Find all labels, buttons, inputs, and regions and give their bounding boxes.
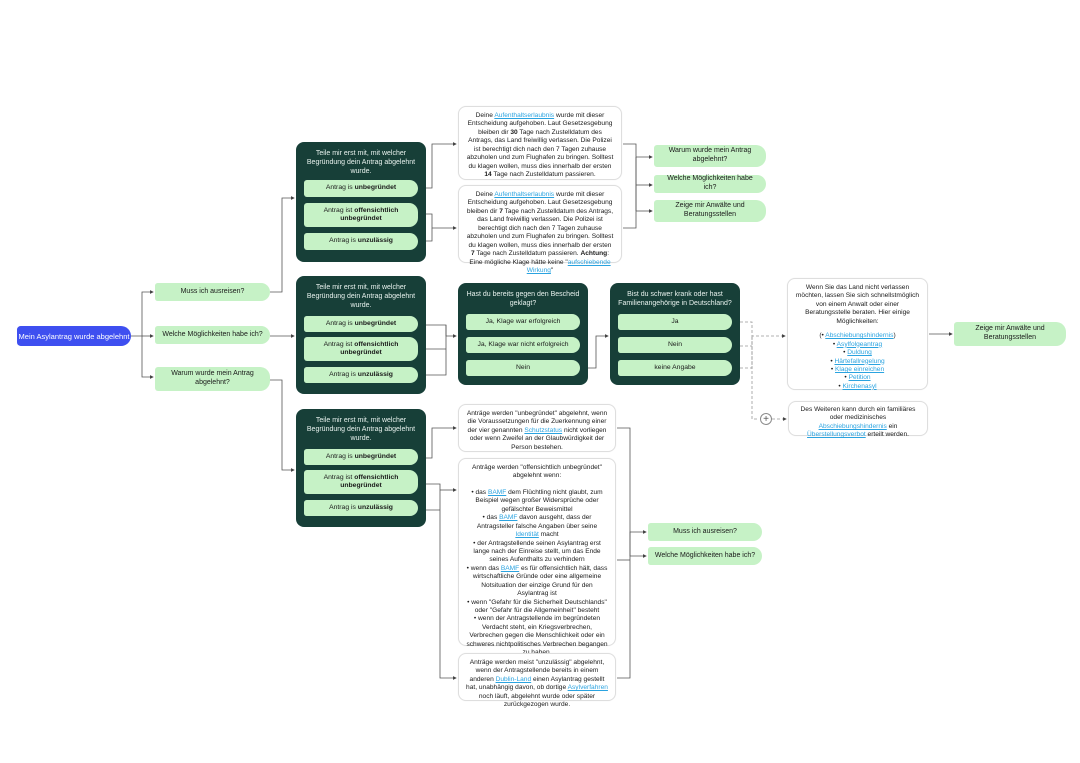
klage-question-title: Hast du bereits gegen den Bescheid gekla…	[466, 291, 580, 308]
bubble-anwaelte-beratung[interactable]: Zeige mir Anwälte und Beratungsstellen	[954, 322, 1066, 346]
hindernis-card: Des Weiteren kann durch ein familiäres o…	[788, 401, 928, 439]
link-aufschiebende-wirkung[interactable]: aufschiebende Wirkung	[526, 258, 611, 274]
option-klage-nicht-erfolgreich[interactable]: Ja, Klage war nicht erfolgreich	[466, 337, 580, 353]
option-unzulaessig[interactable]: Antrag is unzulässig	[304, 233, 418, 250]
bubble-warum-abgelehnt[interactable]: Warum wurde mein Antrag abgelehnt?	[654, 145, 766, 167]
plus-icon[interactable]: +	[760, 413, 772, 425]
info-card-unbegruendet: Anträge werden "unbegründet" abgelehnt, …	[458, 404, 616, 452]
link-dublin-land[interactable]: Dublin-Land	[495, 675, 532, 683]
option-unbegruendet[interactable]: Antrag is unbegründet	[304, 316, 418, 332]
link-abschiebungshindernis[interactable]: Abschiebungshindernis	[818, 422, 887, 430]
option-keine-angabe[interactable]: keine Angabe	[618, 360, 732, 376]
reason-box-middle: Teile mir erst mit, mit welcher Begründu…	[296, 276, 426, 394]
link-option[interactable]: Asylfolgeantrag	[836, 340, 883, 348]
link-bamf[interactable]: BAMF	[499, 514, 518, 522]
krank-question-box: Bist du schwer krank oder hast Familiena…	[610, 283, 740, 385]
option-offensichtlich-unbegruendet[interactable]: Antrag ist offensichtlich unbegründet	[304, 337, 418, 361]
start-node: Mein Asylantrag wurde abgelehnt	[17, 326, 131, 346]
link-schutzstatus[interactable]: Schutzstatus	[524, 426, 563, 434]
bubble-welche-moeglichkeiten[interactable]: Welche Möglichkeiten habe ich?	[648, 547, 762, 565]
reason-box-title: Teile mir erst mit, mit welcher Begründu…	[306, 417, 416, 443]
info-card-30-days: Deine Aufenthaltserlaubnis wurde mit die…	[458, 106, 622, 180]
option-unzulaessig[interactable]: Antrag is unzulässig	[304, 367, 418, 383]
link-bamf[interactable]: BAMF	[500, 564, 520, 572]
option-unbegruendet[interactable]: Antrag is unbegründet	[304, 449, 418, 465]
option-klage-erfolgreich[interactable]: Ja, Klage war erfolgreich	[466, 314, 580, 330]
klage-question-box: Hast du bereits gegen den Bescheid gekla…	[458, 283, 588, 385]
link-ueberstellungsverbot[interactable]: Überstellungsverbot	[807, 431, 866, 439]
option-nein[interactable]: Nein	[618, 337, 732, 353]
info-card-offensichtlich-unbegruendet: Anträge werden "offensichtlich unbegründ…	[458, 458, 616, 656]
bubble-welche-moeglichkeiten[interactable]: Welche Möglichkeiten habe ich?	[654, 175, 766, 193]
link-option[interactable]: Kirchenasyl	[842, 382, 877, 390]
bubble-muss-ich-ausreisen[interactable]: Muss ich ausreisen?	[155, 283, 270, 301]
link-option[interactable]: Petition	[848, 374, 871, 382]
link-option[interactable]: Härtefallregelung	[834, 357, 885, 365]
option-ja[interactable]: Ja	[618, 314, 732, 330]
offens-intro: Anträge werden "offensichtlich unbegründ…	[472, 464, 602, 480]
option-nein[interactable]: Nein	[466, 360, 580, 376]
options-intro: Wenn Sie das Land nicht verlassen möchte…	[795, 284, 920, 325]
link-option[interactable]: Duldung	[847, 349, 872, 357]
link-identitaet[interactable]: Identität	[515, 531, 539, 539]
reason-box-top: Teile mir erst mit, mit welcher Begründu…	[296, 142, 426, 262]
reason-box-title: Teile mir erst mit, mit welcher Begründu…	[306, 284, 416, 310]
bubble-warum-abgelehnt[interactable]: Warum wurde mein Antrag abgelehnt?	[155, 367, 270, 391]
krank-question-title: Bist du schwer krank oder hast Familiena…	[618, 291, 732, 308]
info-card-unzulaessig: Anträge werden meist "unzulässig" abgele…	[458, 653, 616, 708]
option-unbegruendet[interactable]: Antrag is unbegründet	[304, 180, 418, 197]
link-asylverfahren[interactable]: Asylverfahren	[567, 684, 608, 692]
bubble-muss-ich-ausreisen[interactable]: Muss ich ausreisen?	[648, 523, 762, 541]
bubble-anwaelte-beratung[interactable]: Zeige mir Anwälte und Beratungsstellen	[654, 200, 766, 222]
option-unzulaessig[interactable]: Antrag is unzulässig	[304, 500, 418, 516]
offens-item: • wenn "Gefahr für die Sicherheit Deutsc…	[467, 598, 607, 614]
offens-item: • wenn der Antragstellende im begründete…	[466, 615, 608, 656]
info-card-7-days: Deine Aufenthaltserlaubnis wurde mit die…	[458, 185, 622, 274]
offens-item: • der Antragstellende seinen Asylantrag …	[473, 539, 601, 564]
options-card: Wenn Sie das Land nicht verlassen möchte…	[787, 278, 928, 390]
reason-box-bottom: Teile mir erst mit, mit welcher Begründu…	[296, 409, 426, 527]
link-bamf[interactable]: BAMF	[487, 488, 507, 496]
link-aufenthaltserlaubnis[interactable]: Aufenthaltserlaubnis	[494, 112, 555, 119]
reason-box-title: Teile mir erst mit, mit welcher Begründu…	[306, 150, 416, 176]
link-option[interactable]: Klage einreichen	[835, 365, 885, 373]
link-option[interactable]: Abschiebungshindernis	[825, 332, 894, 340]
link-aufenthaltserlaubnis[interactable]: Aufenthaltserlaubnis	[494, 191, 555, 198]
option-offensichtlich-unbegruendet[interactable]: Antrag ist offensichtlich unbegründet	[304, 470, 418, 494]
bubble-welche-moeglichkeiten[interactable]: Welche Möglichkeiten habe ich?	[155, 326, 270, 344]
option-offensichtlich-unbegruendet[interactable]: Antrag ist offensichtlich unbegründet	[304, 203, 418, 227]
